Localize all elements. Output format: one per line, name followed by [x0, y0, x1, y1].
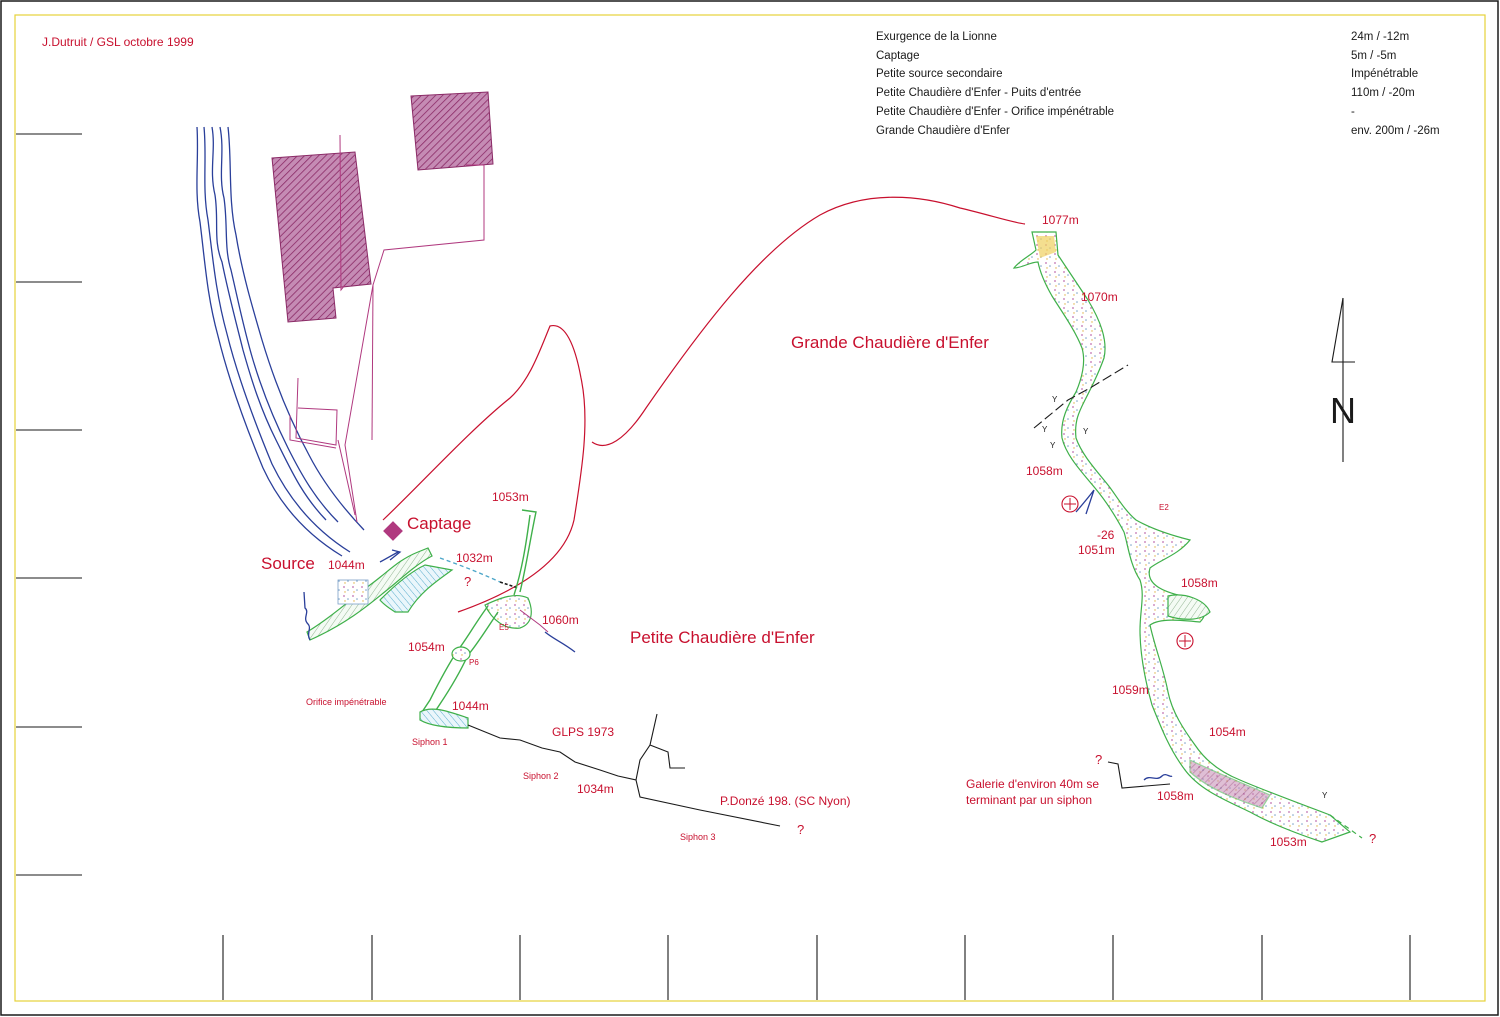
legend-value: Impénétrable — [1351, 68, 1418, 80]
surface-path — [382, 196, 1026, 613]
label-orifice: Orifice impénétrable — [306, 697, 387, 707]
building-small — [410, 91, 494, 171]
cave-entrance-grid — [337, 579, 369, 605]
margin-ticks-bottom — [222, 935, 1411, 1000]
label-siphon2: Siphon 2 — [523, 771, 559, 781]
legend-value: 24m / -12m — [1351, 31, 1409, 43]
unknown-continuation: ? — [1369, 831, 1376, 846]
label-galerie-line2: terminant par un siphon — [966, 793, 1092, 807]
legend-value: 5m / -5m — [1351, 50, 1396, 62]
cave-passage-main — [1012, 231, 1352, 843]
cave-passage-chamber — [484, 594, 532, 629]
flow-arrows — [303, 489, 1173, 781]
flow-arrow — [1143, 773, 1173, 781]
altitude-label: 1054m — [408, 640, 445, 654]
y-marker: Y — [1322, 791, 1328, 800]
legend-value: - — [1351, 106, 1355, 118]
legend-value: env. 200m / -26m — [1351, 125, 1440, 137]
pit-p6 — [451, 646, 471, 662]
altitude-labels: 1044m 1032m 1053m 1060m 1054m 1044m 1034… — [328, 213, 1307, 849]
y-markers: Y Y Y Y Y — [1042, 395, 1328, 800]
petite-chaudiere-cave — [306, 509, 781, 827]
y-marker: Y — [1050, 441, 1056, 450]
label-siphon1: Siphon 1 — [412, 737, 448, 747]
cave-passage-black-dash — [499, 581, 519, 589]
label-siphon3: Siphon 3 — [680, 832, 716, 842]
altitude-label: 1058m — [1181, 576, 1218, 590]
altitude-label: 1060m — [542, 613, 579, 627]
altitude-label: 1058m — [1157, 789, 1194, 803]
shaft-symbol — [1061, 495, 1079, 513]
captage-marker — [383, 521, 403, 541]
label-donze: P.Donzé 198. (SC Nyon) — [720, 794, 851, 808]
label-p6: P6 — [469, 658, 479, 667]
cave-chamber-hatched-a — [1167, 594, 1211, 620]
altitude-label: 1054m — [1209, 725, 1246, 739]
grande-chaudiere-cave — [1012, 231, 1363, 843]
entrance-yellow — [1036, 236, 1056, 258]
label-grande-chaudiere: Grande Chaudière d'Enfer — [791, 333, 989, 352]
fault-line — [1033, 364, 1129, 429]
label-minus-26: -26 — [1097, 528, 1115, 542]
flow-arrow — [303, 591, 311, 641]
flow-arrow — [379, 549, 402, 563]
buildings — [271, 91, 494, 541]
side-gallery — [1107, 761, 1171, 789]
cave-passage-1060 — [519, 609, 549, 633]
legend-name: Petite source secondaire — [876, 68, 1003, 80]
flow-arrow — [544, 631, 576, 653]
altitude-label: 1051m — [1078, 543, 1115, 557]
unknown-continuation: ? — [1095, 752, 1102, 767]
y-marker: Y — [1083, 427, 1089, 436]
label-captage: Captage — [407, 514, 471, 533]
cave-sump-branch — [635, 713, 685, 781]
altitude-label: 1077m — [1042, 213, 1079, 227]
north-arrow: N — [1330, 297, 1356, 462]
building-large — [271, 151, 372, 323]
flow-arrow — [1075, 489, 1095, 515]
label-source: Source — [261, 554, 315, 573]
cave-passage-siphon1 — [419, 708, 469, 729]
road-outlines — [289, 134, 485, 523]
cave-sump-line — [467, 724, 781, 827]
north-label: N — [1330, 390, 1356, 431]
altitude-label: 1032m — [456, 551, 493, 565]
legend-value: 110m / -20m — [1351, 87, 1415, 99]
label-galerie-line1: Galerie d'environ 40m se — [966, 777, 1099, 791]
y-marker: Y — [1052, 395, 1058, 404]
altitude-label: 1059m — [1112, 683, 1149, 697]
legend-name: Grande Chaudière d'Enfer — [876, 125, 1010, 137]
cave-passage-upper — [513, 509, 537, 596]
altitude-label: 1070m — [1081, 290, 1118, 304]
author-credit: J.Dutruit / GSL octobre 1999 — [42, 35, 194, 49]
altitude-label: 1034m — [577, 782, 614, 796]
legend-name: Petite Chaudière d'Enfer - Orifice impén… — [876, 106, 1114, 118]
y-marker: Y — [1042, 425, 1048, 434]
unknown-continuation: ? — [464, 574, 471, 589]
altitude-label: 1058m — [1026, 464, 1063, 478]
margin-ticks-left — [16, 133, 82, 876]
label-petite-chaudiere: Petite Chaudière d'Enfer — [630, 628, 815, 647]
shaft-symbol — [1176, 632, 1194, 650]
cave-chamber-hatched-b — [1189, 759, 1271, 809]
unknown-continuation: ? — [797, 822, 804, 837]
legend-table: Exurgence de la Lionne 24m / -12m Captag… — [876, 31, 1440, 137]
river — [196, 126, 365, 557]
label-e2: E2 — [1159, 503, 1169, 512]
legend-name: Captage — [876, 50, 919, 62]
cave-end-dashed — [1329, 814, 1363, 839]
altitude-label: 1044m — [328, 558, 365, 572]
label-e5: E5 — [499, 623, 509, 632]
altitude-label: 1053m — [1270, 835, 1307, 849]
cave-passage-source-branch — [379, 564, 454, 613]
altitude-label: 1044m — [452, 699, 489, 713]
altitude-label: 1053m — [492, 490, 529, 504]
drawing-frame — [14, 14, 1486, 1002]
cave-passage-dashed — [439, 557, 501, 583]
legend-name: Exurgence de la Lionne — [876, 31, 997, 43]
legend-name: Petite Chaudière d'Enfer - Puits d'entré… — [876, 87, 1081, 99]
label-glps: GLPS 1973 — [552, 725, 614, 739]
